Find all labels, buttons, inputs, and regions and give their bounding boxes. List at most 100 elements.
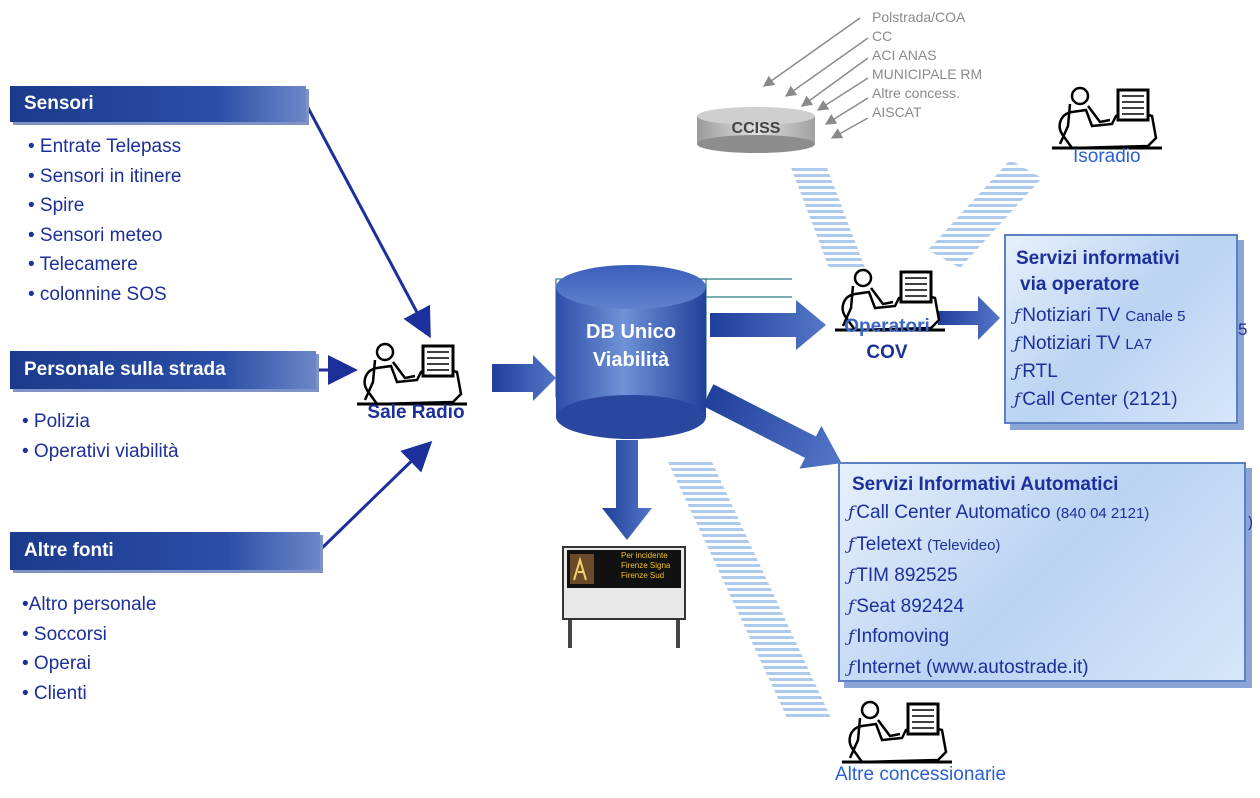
automatici-overflow: ) [1248, 514, 1253, 531]
bullet-icon: ƒ [848, 596, 855, 617]
bullet-icon: ƒ [848, 503, 855, 523]
db-to-automatici-arrow [702, 384, 842, 469]
db-label-line1: DB Unico [586, 321, 676, 343]
person-computer-icon-operatori [835, 268, 945, 332]
sensori-header: Sensori [10, 86, 306, 122]
altre-fonti-header: Altre fonti [10, 532, 320, 570]
via-operatore-title-line2: via operatore [1020, 274, 1140, 295]
item-small: Canale 5 [1125, 308, 1186, 325]
cciss-feed-item: Altre concess. [872, 85, 960, 101]
list-item: • Sensori meteo [28, 224, 163, 246]
db-to-operatori-arrow [710, 300, 826, 350]
bullet-icon: ƒ [1014, 306, 1021, 326]
beam-isoradio-operatori [928, 160, 1042, 268]
item-main: Infomoving [856, 626, 950, 647]
item-main: Call Center (2121) [1022, 389, 1178, 410]
vms-text: Per incidente Firenze Signa Firenze Sud [621, 551, 670, 581]
list-item: • Polizia [22, 411, 90, 432]
cciss-feed-arrows [762, 17, 869, 139]
item-main: Call Center Automatico [856, 502, 1056, 523]
cciss-feed-item: AISCAT [872, 104, 922, 120]
bullet-icon: ƒ [1014, 362, 1021, 382]
vms-line: Firenze Signa [621, 561, 671, 570]
item-small: LA7 [1125, 336, 1153, 353]
db-to-vms-arrow [602, 440, 652, 540]
sensori-list: • Entrate Telepass • Sensori in itinere … [28, 132, 181, 309]
list-item: • Clienti [22, 682, 87, 704]
personale-header-label: Personale sulla strada [24, 359, 226, 380]
sale-radio-label: Sale Radio [367, 402, 465, 423]
bullet-icon: ƒ [848, 627, 855, 647]
radio-to-db-arrow [492, 355, 556, 401]
db-label-line2: Viabilità [592, 349, 670, 371]
operatori-label-line2: COV [866, 342, 908, 363]
list-item: • Operai [22, 653, 91, 674]
personale-header: Personale sulla strada [10, 351, 316, 389]
bullet-icon: ƒ [848, 657, 855, 678]
via-operatore-title-line1: Servizi informativi [1016, 248, 1180, 269]
db-cylinder [556, 265, 706, 439]
sensori-header-label: Sensori [24, 93, 94, 114]
operatori-label-line1: Operatori [844, 316, 930, 337]
personale-list: • Polizia • Operativi viabilità [22, 407, 179, 466]
operatori-cov-label: Operatori COV [812, 314, 962, 366]
list-item: • Spire [28, 195, 85, 216]
cciss-feed-item: MUNICIPALE RM [872, 66, 983, 82]
sensori-arrow [304, 103, 431, 339]
person-computer-icon-sale-radio [357, 342, 467, 406]
cciss-feed-item: Polstrada/COA [872, 9, 966, 25]
item-main: Internet (www.autostrade.it) [856, 656, 1089, 678]
list-item: •Altro personale [22, 594, 157, 615]
item-main: Seat 892424 [856, 595, 965, 617]
list-item: • Sensori in itinere [28, 165, 182, 187]
list-item: • colonnine SOS [28, 283, 167, 305]
item-small: (840 04 2121) [1055, 505, 1150, 522]
item-small: (Televideo) [927, 536, 1001, 554]
item-main: TIM 892525 [856, 565, 958, 586]
item-main: Notiziari TV [1022, 305, 1126, 326]
list-item: • Soccorsi [22, 623, 107, 645]
automatici-title: Servizi Informativi Automatici [852, 474, 1119, 495]
isoradio-label: Isoradio [1073, 146, 1141, 167]
bullet-icon: ƒ [848, 534, 855, 555]
altre-fonti-header-label: Altre fonti [24, 540, 114, 561]
list-item: • Entrate Telepass [28, 136, 182, 157]
vms-line: Per incidente [621, 551, 668, 560]
cciss-cylinder [697, 107, 815, 153]
altre-fonti-list: •Altro personale • Soccorsi • Operai • C… [22, 590, 156, 708]
person-computer-icon-isoradio [1052, 86, 1162, 150]
bullet-icon: ƒ [848, 566, 855, 586]
bullet-icon: ƒ [1014, 390, 1021, 410]
item-main: Notiziari TV [1022, 333, 1126, 354]
list-item: • Telecamere [28, 254, 138, 275]
via-operatore-overflow: 5 [1238, 320, 1248, 339]
beam-cciss-operatori [790, 165, 865, 268]
cciss-feed-item: ACI ANAS [872, 47, 937, 63]
person-computer-icon-altre-concessionarie [842, 700, 952, 764]
db-label: DB Unico Viabilità [556, 318, 706, 374]
altre-concessionarie-label: Altre concessionarie [835, 764, 1007, 785]
list-item: • Operativi viabilità [22, 440, 179, 462]
cciss-feed-item: CC [872, 28, 893, 44]
beam-db-altre [668, 462, 832, 720]
item-main: Teletext [856, 533, 928, 555]
cciss-label: CCISS [731, 120, 781, 137]
item-main: RTL [1022, 361, 1058, 382]
bullet-icon: ƒ [1014, 334, 1021, 354]
via-operatore-title: Servizi informativi via operatore [1016, 246, 1236, 298]
